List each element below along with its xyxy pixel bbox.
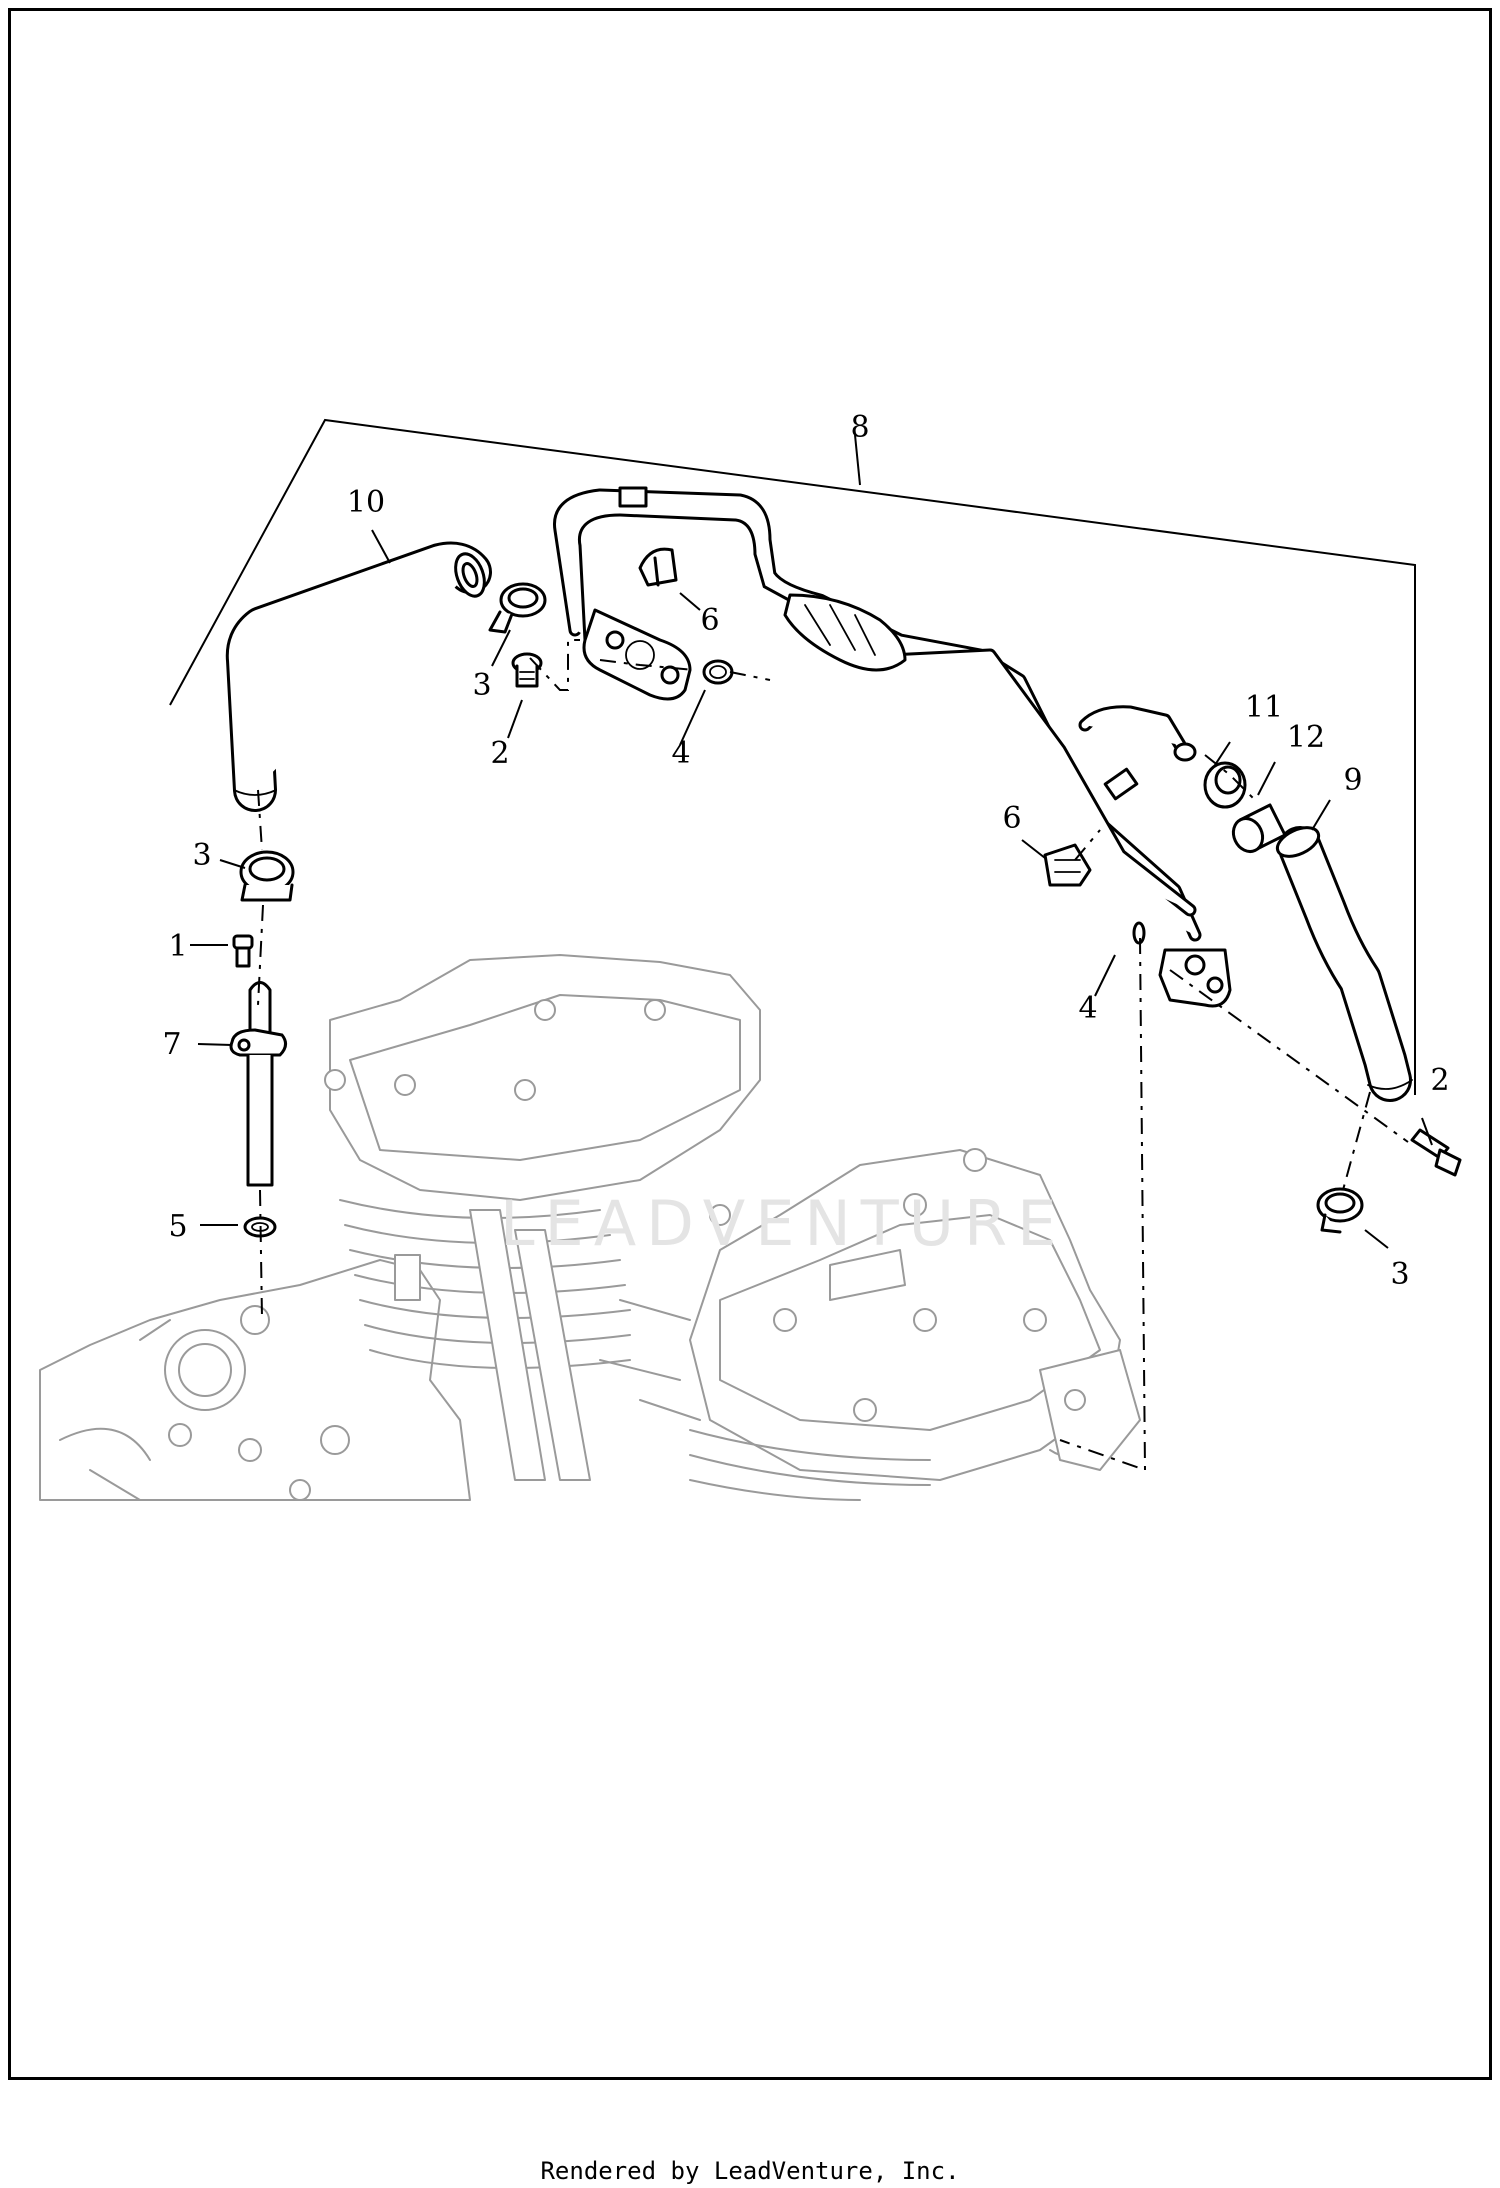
callout-1: 1 bbox=[168, 929, 187, 964]
crossover-tube-assembly bbox=[553, 486, 1232, 1008]
callout-11: 11 bbox=[1245, 690, 1283, 725]
hose-right-9 bbox=[1275, 826, 1413, 1102]
callout-7: 7 bbox=[162, 1027, 181, 1062]
bolt-right bbox=[1410, 1128, 1462, 1177]
callout-8: 8 bbox=[850, 410, 869, 445]
assembly-bracket bbox=[169, 418, 1416, 1095]
small-parts bbox=[229, 547, 1462, 1238]
engine-illustration: LEADVENTURE bbox=[39, 954, 1141, 1501]
tube-clip-top bbox=[638, 547, 678, 587]
screw-1 bbox=[232, 934, 254, 968]
callout-2-top: 2 bbox=[490, 736, 509, 771]
screw-top bbox=[511, 652, 543, 688]
sleeve-12 bbox=[1231, 803, 1287, 854]
callout-6-mid: 6 bbox=[1002, 801, 1021, 836]
hose-left-10 bbox=[225, 541, 492, 812]
hose-clamp-lower-right bbox=[1316, 1187, 1364, 1234]
footer-credit: Rendered by LeadVenture, Inc. bbox=[540, 2157, 960, 2185]
callout-10: 10 bbox=[347, 485, 385, 520]
callouts: 8 10 6 3 2 4 11 12 9 6 4 2 3 3 1 7 5 bbox=[162, 410, 1449, 1292]
watermark: LEADVENTURE bbox=[500, 1187, 1066, 1260]
hose-clamp-left bbox=[239, 850, 295, 902]
fitting-7 bbox=[229, 981, 287, 1187]
leader-lines bbox=[190, 529, 1433, 1249]
callout-12: 12 bbox=[1287, 720, 1325, 755]
clamp-11 bbox=[1203, 761, 1247, 809]
assembly-lines bbox=[257, 639, 1409, 1472]
hose-clamp-top bbox=[488, 582, 547, 634]
callout-3-left: 3 bbox=[192, 838, 211, 873]
callout-4-top: 4 bbox=[671, 736, 690, 771]
callout-6-top: 6 bbox=[700, 603, 719, 638]
callout-2-right: 2 bbox=[1430, 1063, 1449, 1098]
callout-3-top: 3 bbox=[472, 668, 491, 703]
callout-3-lower-right: 3 bbox=[1390, 1257, 1409, 1292]
callout-4-mid: 4 bbox=[1078, 991, 1097, 1026]
callout-5: 5 bbox=[168, 1209, 187, 1244]
o-ring-top bbox=[702, 659, 734, 685]
callout-9: 9 bbox=[1343, 763, 1362, 798]
o-ring-mid bbox=[1132, 921, 1146, 945]
